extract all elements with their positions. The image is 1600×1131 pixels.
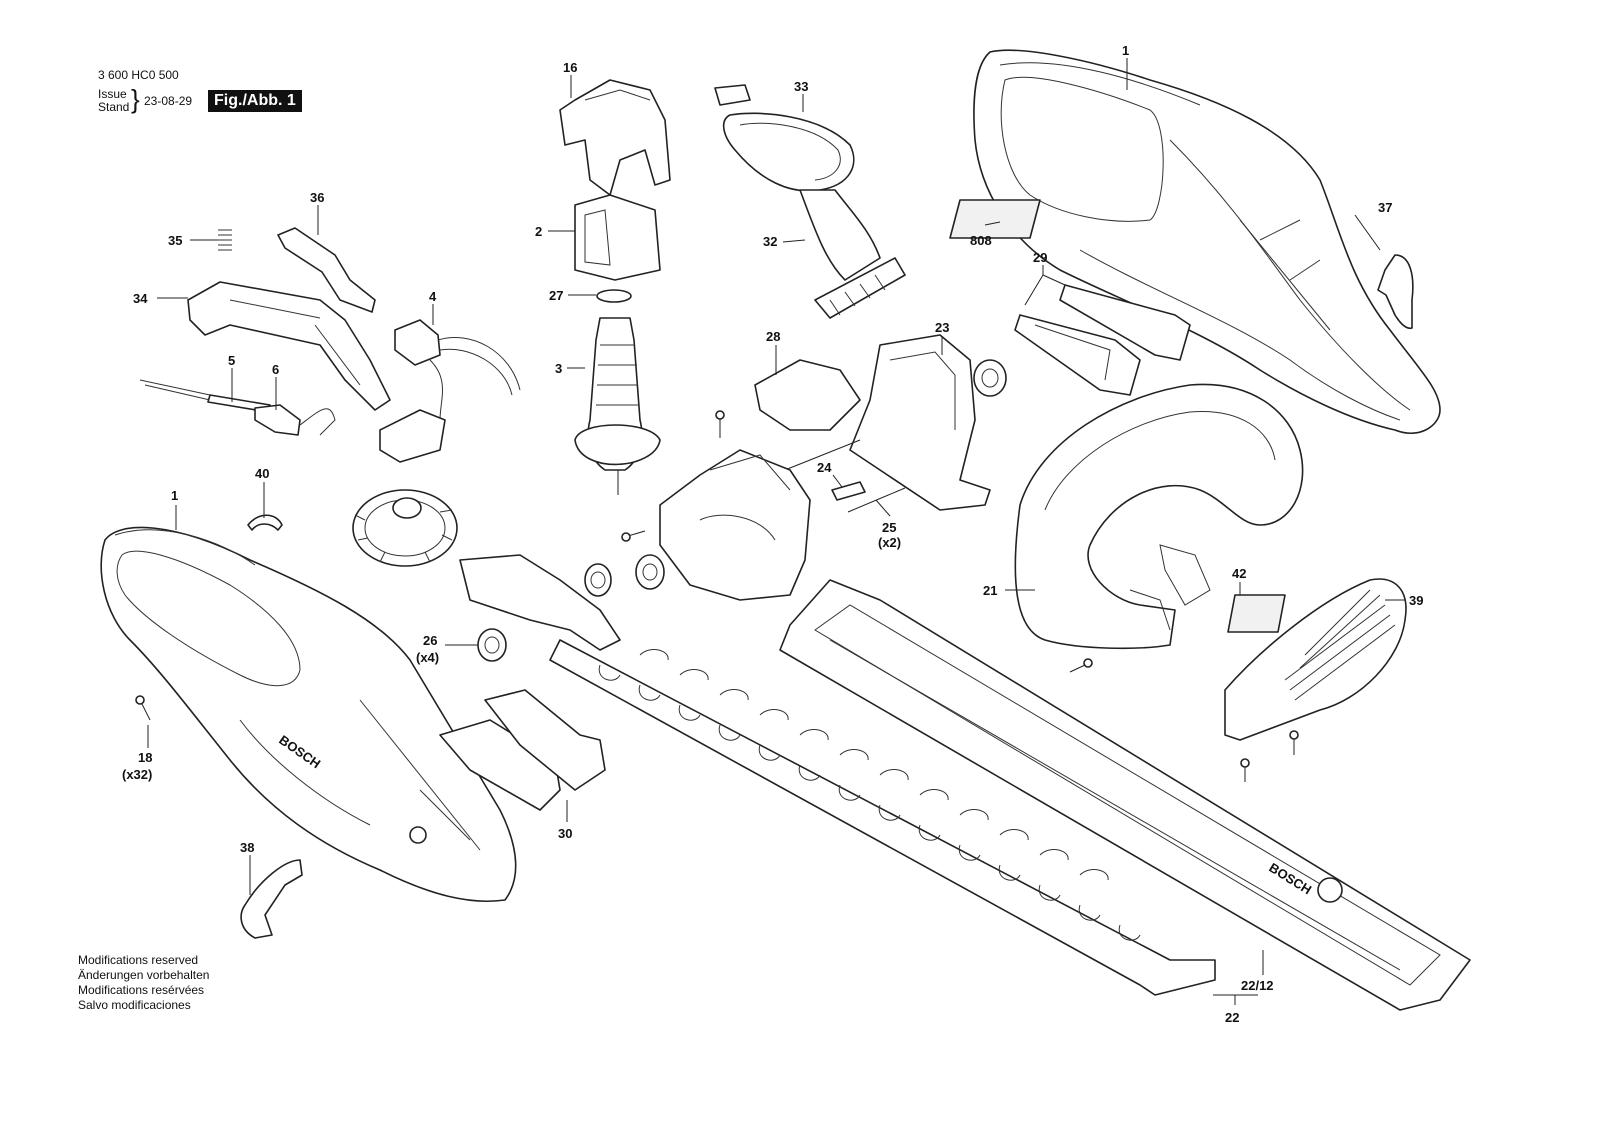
part-gear-housing-bottom bbox=[659, 449, 811, 601]
part-code: 3 600 HC0 500 bbox=[98, 68, 179, 82]
callout-18-qty: (x32) bbox=[122, 767, 152, 782]
part-3-armature bbox=[574, 317, 661, 495]
part-23-gear-housing-top bbox=[849, 334, 991, 511]
callout-27: 27 bbox=[549, 288, 563, 303]
callout-28: 28 bbox=[766, 329, 780, 344]
callout-32: 32 bbox=[763, 234, 777, 249]
screw-icon bbox=[621, 530, 646, 542]
issue-date: 23-08-29 bbox=[144, 94, 193, 108]
part-22-blade-guard: BOSCH bbox=[779, 579, 1471, 1011]
callout-26-qty: (x4) bbox=[416, 650, 439, 665]
blade-assembly bbox=[459, 554, 1216, 996]
screw-icon bbox=[1240, 758, 1250, 782]
callout-38: 38 bbox=[240, 840, 254, 855]
callout-3: 3 bbox=[555, 361, 562, 376]
callout-2: 2 bbox=[535, 224, 542, 239]
brace-icon: } bbox=[131, 84, 140, 114]
callout-42: 42 bbox=[1232, 566, 1246, 581]
callout-23: 23 bbox=[935, 320, 949, 335]
callout-26: 26 bbox=[423, 633, 437, 648]
callout-36: 36 bbox=[310, 190, 324, 205]
part-27-o-ring bbox=[596, 289, 632, 303]
part-30-clamps bbox=[439, 689, 606, 811]
part-29-switch-rockers bbox=[1014, 284, 1191, 396]
callout-33: 33 bbox=[794, 79, 808, 94]
part-2-stator bbox=[574, 194, 661, 281]
part-35-spring bbox=[218, 229, 232, 251]
callout-1-bottom: 1 bbox=[171, 488, 178, 503]
footer-line-es: Salvo modificaciones bbox=[78, 998, 191, 1012]
part-5-cable bbox=[139, 379, 271, 413]
part-36-lever bbox=[277, 227, 376, 313]
issue-stand-labels: Issue Stand bbox=[98, 88, 129, 114]
part-6-cable-grommet bbox=[254, 404, 336, 436]
screw-icon bbox=[715, 410, 725, 438]
screw-icon bbox=[1289, 730, 1299, 755]
callout-40: 40 bbox=[255, 466, 269, 481]
callout-37: 37 bbox=[1378, 200, 1392, 215]
callout-35: 35 bbox=[168, 233, 182, 248]
callout-39: 39 bbox=[1409, 593, 1423, 608]
part-23-ring bbox=[973, 359, 1007, 397]
callout-4: 4 bbox=[429, 289, 437, 304]
callout-22: 22 bbox=[1225, 1010, 1239, 1025]
callout-29: 29 bbox=[1033, 250, 1047, 265]
callout-25-qty: (x2) bbox=[878, 535, 901, 550]
screw-icon bbox=[1069, 658, 1093, 673]
screw-icons bbox=[135, 410, 1299, 782]
part-33-bow-handle-frame bbox=[714, 84, 855, 192]
part-21-guard bbox=[1014, 383, 1304, 650]
callout-808: 808 bbox=[970, 233, 992, 248]
part-808-label-sheet bbox=[949, 199, 1041, 239]
part-1-housing-half-top bbox=[973, 49, 1441, 435]
part-42-label-sheet bbox=[1227, 594, 1286, 633]
leader-lines bbox=[147, 58, 1405, 1005]
callout-24: 24 bbox=[817, 460, 832, 475]
stand-label: Stand bbox=[98, 100, 130, 114]
part-16-brush-holder bbox=[559, 79, 671, 196]
part-1-housing-half-bottom: BOSCH bbox=[100, 526, 517, 903]
figure-label: Fig./Abb. 1 bbox=[208, 90, 302, 112]
part-34-switch-bar bbox=[187, 281, 391, 411]
part-28-gasket bbox=[754, 359, 861, 431]
callout-labels: 1 37 808 29 23 33 32 16 2 27 3 28 24 25 … bbox=[122, 43, 1423, 1025]
footer-line-en: Modifications reserved bbox=[78, 953, 199, 967]
screw-icon bbox=[135, 695, 151, 721]
callout-25: 25 bbox=[882, 520, 896, 535]
part-38-clip bbox=[240, 859, 303, 939]
callout-16: 16 bbox=[563, 60, 577, 75]
footer-line-de: Änderungen vorbehalten bbox=[78, 968, 210, 982]
part-39-vent-cover bbox=[1224, 578, 1407, 741]
callout-30: 30 bbox=[558, 826, 572, 841]
gear-wheel bbox=[352, 489, 458, 567]
part-40-clip bbox=[247, 514, 283, 531]
callout-5: 5 bbox=[228, 353, 235, 368]
callout-21: 21 bbox=[983, 583, 997, 598]
part-4-switch-wiring bbox=[379, 319, 521, 463]
part-37-clip bbox=[1377, 254, 1414, 330]
footer-line-fr: Modifications resérvées bbox=[78, 983, 205, 997]
part-32-handle-column bbox=[799, 189, 906, 319]
callout-22-12: 22/12 bbox=[1241, 978, 1274, 993]
callout-18: 18 bbox=[138, 750, 152, 765]
callout-1-top: 1 bbox=[1122, 43, 1129, 58]
part-24-block bbox=[831, 481, 866, 501]
issue-label: Issue bbox=[98, 87, 127, 101]
footer-notes: Modifications reserved Änderungen vorbeh… bbox=[78, 953, 209, 1013]
callout-6: 6 bbox=[272, 362, 279, 377]
callout-34: 34 bbox=[133, 291, 148, 306]
